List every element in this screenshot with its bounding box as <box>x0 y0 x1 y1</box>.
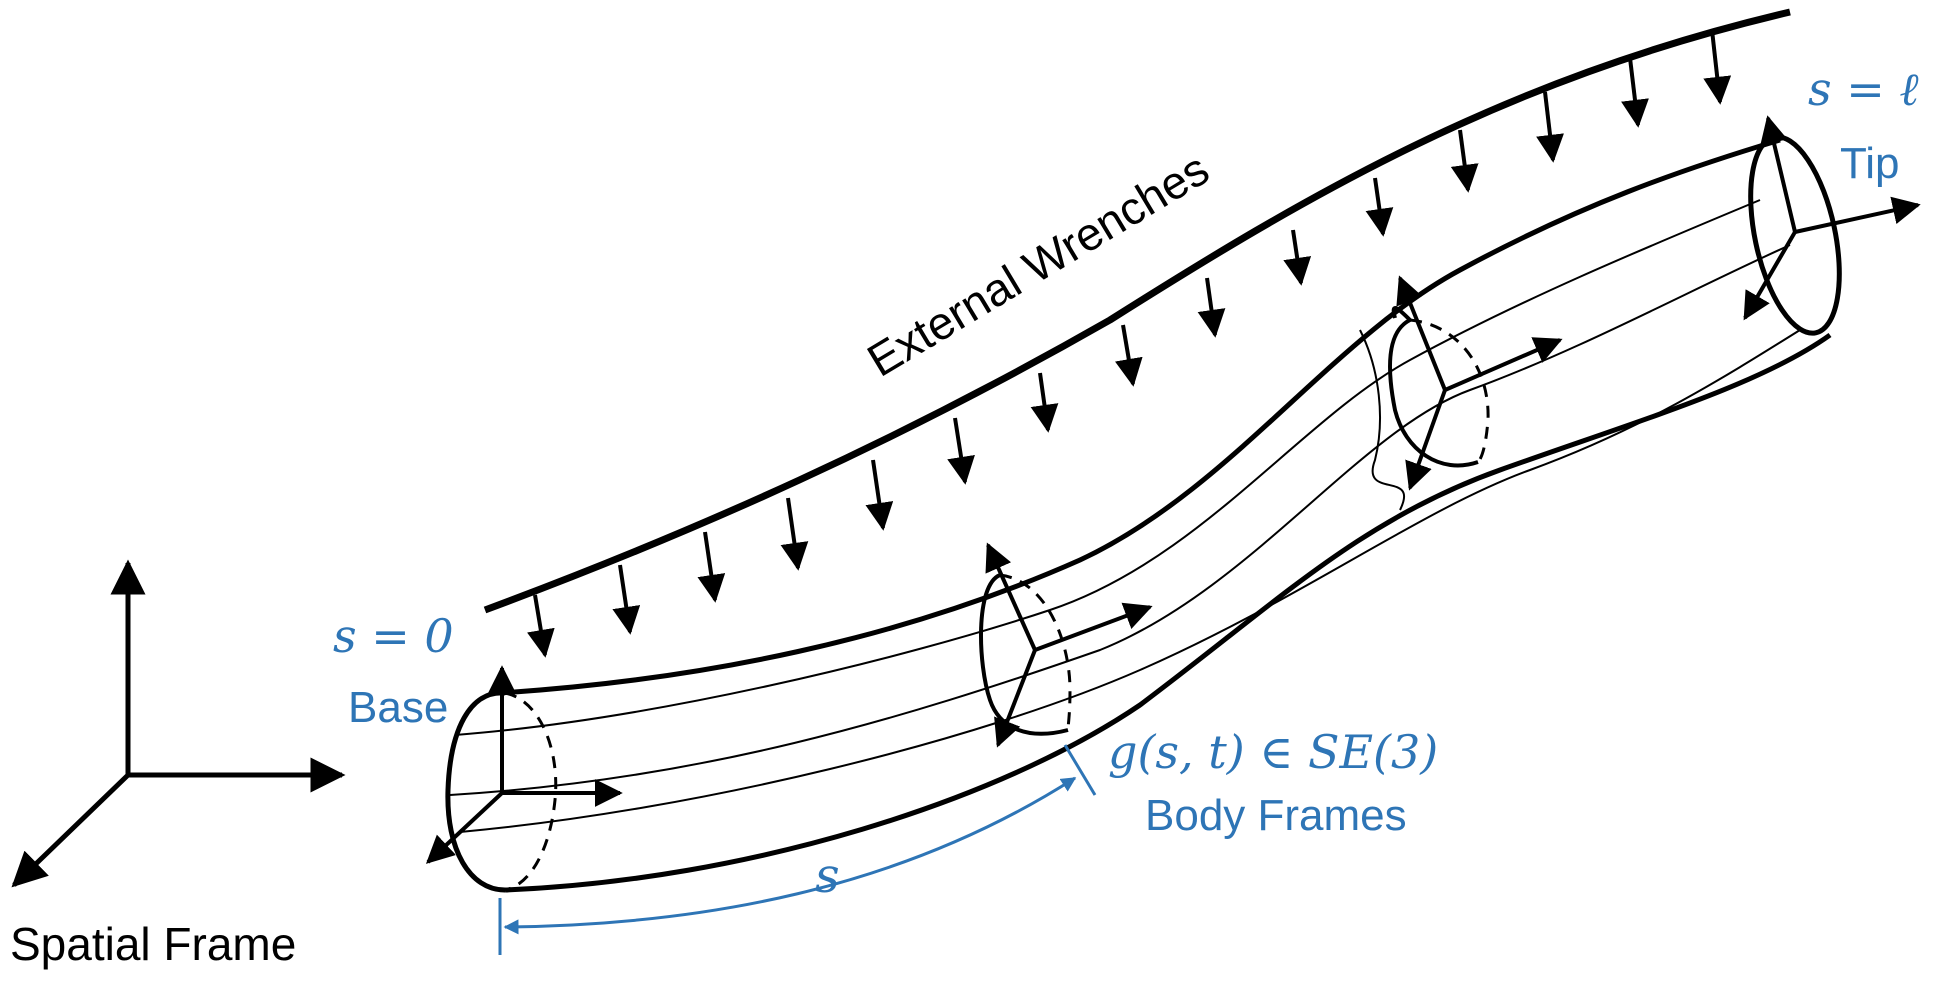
wrench-arrow <box>780 497 809 571</box>
wrench-arrow <box>1703 29 1732 105</box>
base-cross-section <box>425 665 623 893</box>
section-1-ellipse-back <box>999 573 1072 731</box>
wrench-arrow <box>1030 372 1059 433</box>
external-wrench-curve <box>483 8 1791 614</box>
tip-frame-lateral <box>1743 230 1797 321</box>
spatial-frame-label: Spatial Frame <box>10 918 296 970</box>
arc-s-label: s <box>815 848 840 904</box>
tip-label: Tip <box>1840 139 1900 188</box>
rod-fiber <box>454 199 1761 736</box>
spatial-y-axis <box>11 773 130 888</box>
external-wrenches-label: External Wrenches <box>858 142 1217 386</box>
wrench-arrow <box>1365 177 1394 237</box>
section-2-frame-up <box>1396 275 1447 391</box>
rod-fiber <box>449 244 1791 796</box>
s-ell-label: s = ℓ <box>1808 62 1919 116</box>
rod-fiber <box>1359 329 1406 511</box>
wrench-arrow <box>1283 229 1312 286</box>
wrench-arrow <box>1114 324 1143 387</box>
section-2-frame-forward <box>1444 337 1563 392</box>
wrench-arrow <box>612 564 641 635</box>
wrench-arrow <box>697 531 726 603</box>
section-2-frame-lateral <box>1405 389 1447 491</box>
body-frames-label: Body Frames <box>1145 791 1407 840</box>
base-frame-lateral <box>425 791 504 864</box>
wrench-arrows <box>527 29 1732 658</box>
section-1-ellipse-front <box>979 573 1069 736</box>
wrench-arrow <box>527 594 555 658</box>
rod-top-edge <box>499 137 1781 696</box>
arc-length-arrow <box>503 776 1077 935</box>
base-ellipse-front <box>445 690 506 893</box>
arc-tick-end <box>1063 744 1097 796</box>
section-1-frame-up <box>985 542 1037 651</box>
g-map-label: g(s, t) ∈ SE(3) <box>1108 725 1438 779</box>
base-label: Base <box>348 683 448 732</box>
wrench-arrow <box>947 417 975 485</box>
wrench-arrow <box>1197 277 1226 338</box>
section-1-frame-forward <box>1034 602 1153 652</box>
tip-frame-up <box>1760 115 1797 233</box>
arc-length-dimension <box>498 744 1097 955</box>
wrench-arrow <box>1536 91 1564 163</box>
wrench-arrow <box>865 459 894 531</box>
tip-frame-forward <box>1794 196 1921 234</box>
s-zero-label: s = 0 <box>333 609 454 663</box>
wrench-arrow <box>1450 129 1479 193</box>
section-1-frame-lateral <box>994 649 1037 748</box>
body-frame-section-2 <box>1388 275 1563 491</box>
body-frame-section-1 <box>979 542 1153 748</box>
section-2-ellipse-front <box>1388 306 1479 468</box>
wrench-arrow <box>1621 57 1649 128</box>
spatial-frame-axes <box>11 559 346 888</box>
section-2-ellipse-back <box>1409 318 1490 464</box>
tip-cross-section <box>1743 115 1921 336</box>
